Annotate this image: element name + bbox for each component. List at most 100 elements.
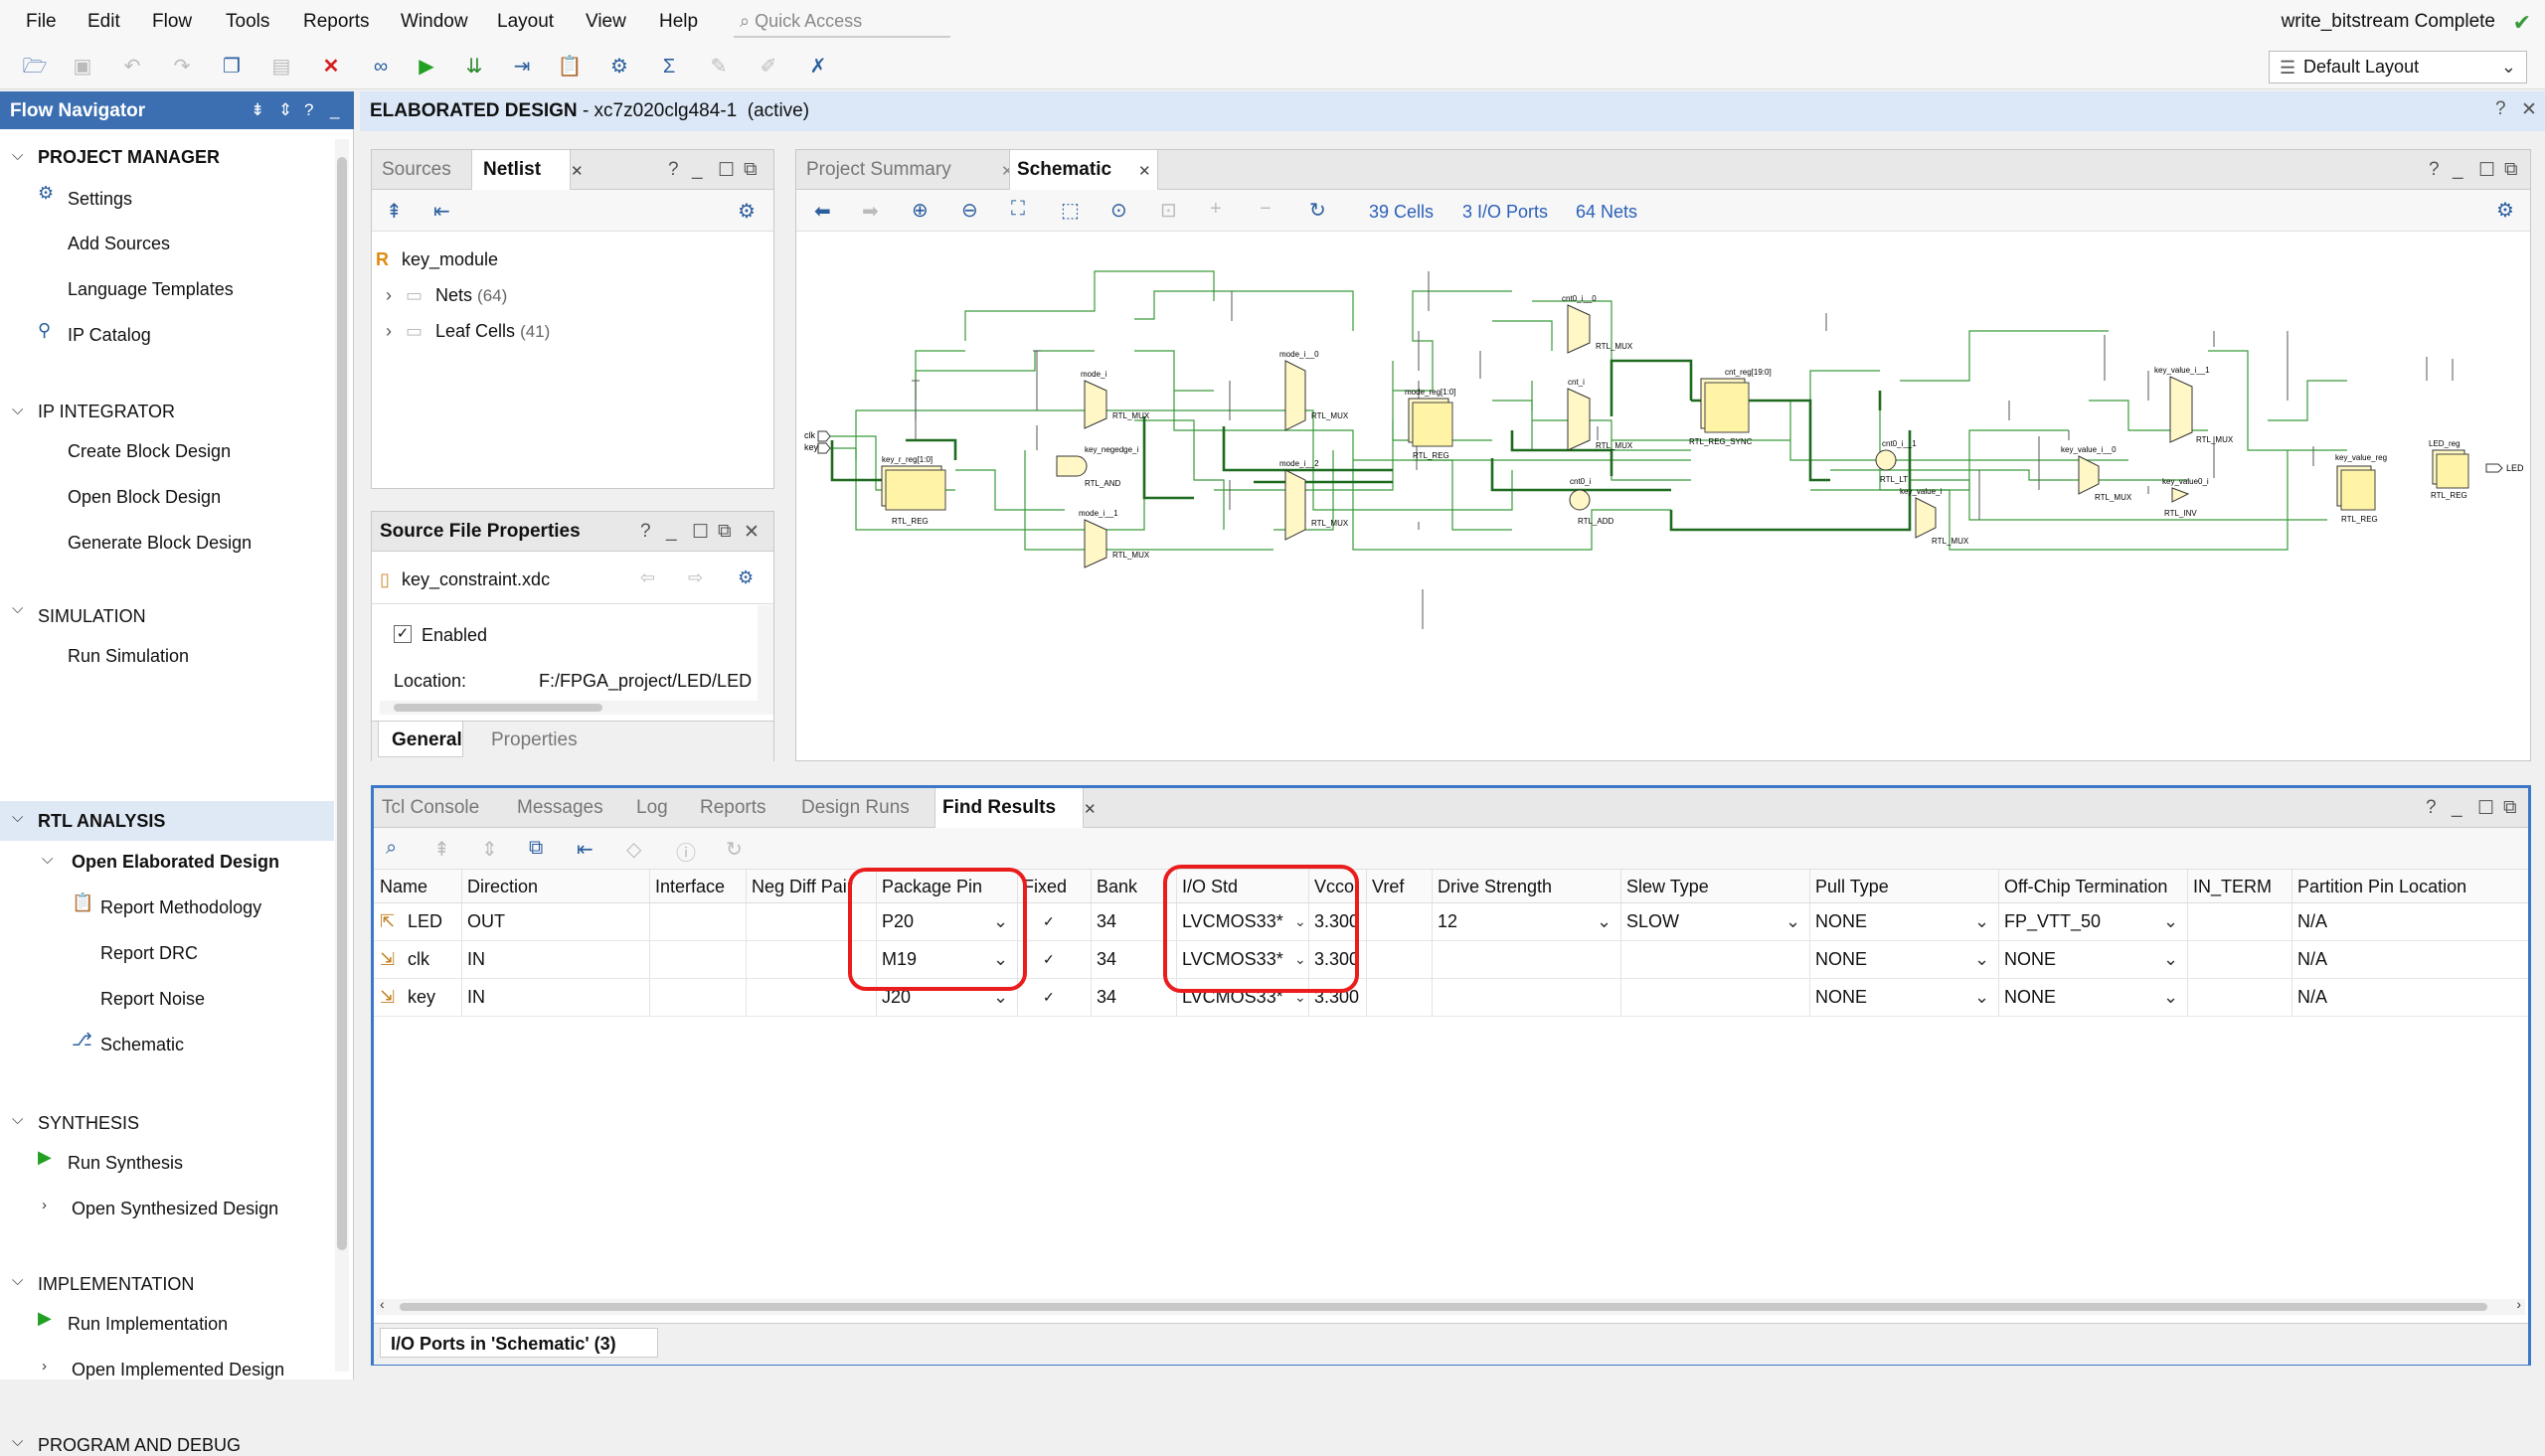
chevron-down-icon[interactable]: ⌵ xyxy=(12,1272,24,1289)
cell-pull[interactable]: NONE xyxy=(1815,949,1868,969)
tab-project-summary[interactable]: Project Summary xyxy=(806,159,951,180)
gear-icon[interactable]: ⚙ xyxy=(738,201,756,223)
tab-reports[interactable]: Reports xyxy=(700,797,766,818)
column-header-vref[interactable]: Vref xyxy=(1372,877,1405,896)
nav-schematic[interactable]: Schematic xyxy=(100,1035,185,1054)
table-hscroll[interactable]: ‹ › xyxy=(376,1296,2525,1315)
enabled-checkbox[interactable]: ✓ xyxy=(394,625,412,643)
cell-drive[interactable]: 12 xyxy=(1438,911,1458,931)
paste-icon[interactable]: ▤ xyxy=(271,56,291,78)
cell-termination[interactable]: NONE xyxy=(2004,949,2057,969)
gear-icon[interactable]: ⚙ xyxy=(2496,200,2514,222)
tab-netlist[interactable]: Netlist xyxy=(483,159,542,180)
help-icon[interactable]: ? xyxy=(2426,797,2437,818)
table-row[interactable] xyxy=(374,979,2528,1017)
cell-package-pin[interactable]: J20 xyxy=(882,987,912,1007)
chevron-down-icon[interactable]: ⌵ xyxy=(12,809,24,826)
key-negedge-cell[interactable] xyxy=(1056,455,1088,477)
mode-i-1-cell[interactable] xyxy=(1084,519,1107,568)
select-icon[interactable]: ⇤ xyxy=(433,201,450,223)
key-value-i-0-cell[interactable] xyxy=(2078,455,2100,495)
tree-nets[interactable]: Nets (64) xyxy=(435,285,507,306)
chevron-down-icon[interactable]: ⌄ xyxy=(1974,987,1990,1007)
menu-reports[interactable]: Reports xyxy=(303,11,370,32)
help-icon[interactable]: ? xyxy=(668,159,679,180)
cnt0-i-cell[interactable] xyxy=(1569,489,1591,511)
nav-report-noise[interactable]: Report Noise xyxy=(100,989,206,1009)
cell-package-pin[interactable]: M19 xyxy=(882,949,918,969)
refresh-icon[interactable]: ↻ xyxy=(726,839,743,861)
footer-tab[interactable]: I/O Ports in 'Schematic' (3) xyxy=(380,1328,658,1358)
arrow-left-icon[interactable]: ⇦ xyxy=(640,567,656,587)
maximize-icon[interactable]: ☐ xyxy=(2477,798,2495,819)
menu-help[interactable]: Help xyxy=(659,11,699,32)
chevron-down-icon[interactable]: ⌄ xyxy=(1294,913,1306,929)
delete-icon[interactable]: ✕ xyxy=(322,56,340,78)
tab-messages[interactable]: Messages xyxy=(517,797,603,818)
nav-open-block-design[interactable]: Open Block Design xyxy=(68,487,222,507)
forward-icon[interactable]: ➡ xyxy=(862,201,879,223)
zoom-out-icon[interactable]: ⊖ xyxy=(961,200,978,222)
io-ports-link[interactable]: 3 I/O Ports xyxy=(1462,202,1549,222)
chevron-down-icon[interactable]: ⌄ xyxy=(2163,911,2179,931)
nav-settings[interactable]: Settings xyxy=(68,189,133,209)
nav-report-drc[interactable]: Report DRC xyxy=(100,943,199,963)
chevron-down-icon[interactable]: ⌄ xyxy=(1974,949,1990,969)
mode-i-2-cell[interactable] xyxy=(1284,469,1306,541)
tab-log[interactable]: Log xyxy=(636,797,668,818)
select-icon[interactable]: ⇤ xyxy=(577,839,594,861)
tab-schematic[interactable]: Schematic xyxy=(1017,159,1112,180)
column-header-i-o-std[interactable]: I/O Std xyxy=(1182,877,1239,896)
section-implementation[interactable]: IMPLEMENTATION xyxy=(38,1274,195,1294)
nets-link[interactable]: 64 Nets xyxy=(1576,202,1638,222)
layout-select[interactable]: ☰Default Layout⌄ xyxy=(2269,51,2527,83)
nav-ip-catalog[interactable]: IP Catalog xyxy=(68,325,151,345)
tab-general[interactable]: General xyxy=(392,729,462,750)
help-icon[interactable]: ? xyxy=(2495,98,2506,119)
collapse-all-icon[interactable]: ⇞ xyxy=(386,201,403,223)
nav-run-simulation[interactable]: Run Simulation xyxy=(68,646,190,666)
regenerate-icon[interactable]: ⊡ xyxy=(1160,200,1177,222)
section-synthesis[interactable]: SYNTHESIS xyxy=(38,1113,140,1133)
cells-link[interactable]: 39 Cells xyxy=(1369,202,1435,222)
cell-io-std[interactable]: LVCMOS33* xyxy=(1182,911,1283,931)
info-icon[interactable]: ⓘ xyxy=(676,843,696,865)
mark-icon[interactable]: ◇ xyxy=(626,839,642,861)
column-header-neg-diff-pair[interactable]: Neg Diff Pair xyxy=(752,877,853,896)
gear-icon[interactable]: ⚙ xyxy=(610,56,628,78)
expand-icon[interactable]: + xyxy=(1210,198,1222,220)
expand-all-icon[interactable]: ⇕ xyxy=(278,100,293,119)
nav-open-synthesized-design[interactable]: Open Synthesized Design xyxy=(72,1199,279,1218)
column-header-package-pin[interactable]: Package Pin xyxy=(882,877,983,896)
binoculars-icon[interactable]: ∞ xyxy=(373,56,389,78)
close-icon[interactable]: ✕ xyxy=(2521,99,2537,120)
zoom-in-icon[interactable]: ⊕ xyxy=(912,200,929,222)
section-ip-integrator[interactable]: IP INTEGRATOR xyxy=(38,402,176,421)
flow-navigator-scroll-thumb[interactable] xyxy=(337,157,347,1250)
chevron-right-icon[interactable]: › xyxy=(386,321,392,341)
crosshair-icon[interactable]: ⊙ xyxy=(1110,200,1127,222)
redo-icon[interactable]: ↷ xyxy=(173,56,191,78)
minimize-icon[interactable]: _ xyxy=(666,521,677,542)
zoom-area-icon[interactable]: ⬚ xyxy=(1061,200,1080,222)
help-icon[interactable]: ? xyxy=(2429,159,2440,180)
column-header-pull-type[interactable]: Pull Type xyxy=(1815,877,1889,896)
minimize-icon[interactable]: _ xyxy=(2452,797,2462,818)
close-icon[interactable]: ✕ xyxy=(1138,163,1151,180)
float-icon[interactable]: ⧉ xyxy=(718,521,732,542)
save-icon[interactable]: ▣ xyxy=(73,56,92,78)
nav-run-implementation[interactable]: Run Implementation xyxy=(68,1314,229,1334)
chevron-right-icon[interactable]: › xyxy=(42,1358,47,1375)
cell-pull[interactable]: NONE xyxy=(1815,987,1868,1007)
chevron-down-icon[interactable]: ⌄ xyxy=(993,987,1009,1007)
chevron-down-icon[interactable]: ⌄ xyxy=(1294,951,1306,967)
key-value-i-cell[interactable] xyxy=(1915,497,1937,539)
cell-package-pin[interactable]: P20 xyxy=(882,911,915,931)
nav-run-synthesis[interactable]: Run Synthesis xyxy=(68,1153,184,1173)
nav-create-block-design[interactable]: Create Block Design xyxy=(68,441,232,461)
help-icon[interactable]: ? xyxy=(640,521,651,542)
nav-add-sources[interactable]: Add Sources xyxy=(68,234,171,253)
pencil-icon[interactable]: ✐ xyxy=(760,56,777,78)
menu-file[interactable]: File xyxy=(26,11,57,32)
nav-open-elaborated-design[interactable]: Open Elaborated Design xyxy=(72,852,280,872)
